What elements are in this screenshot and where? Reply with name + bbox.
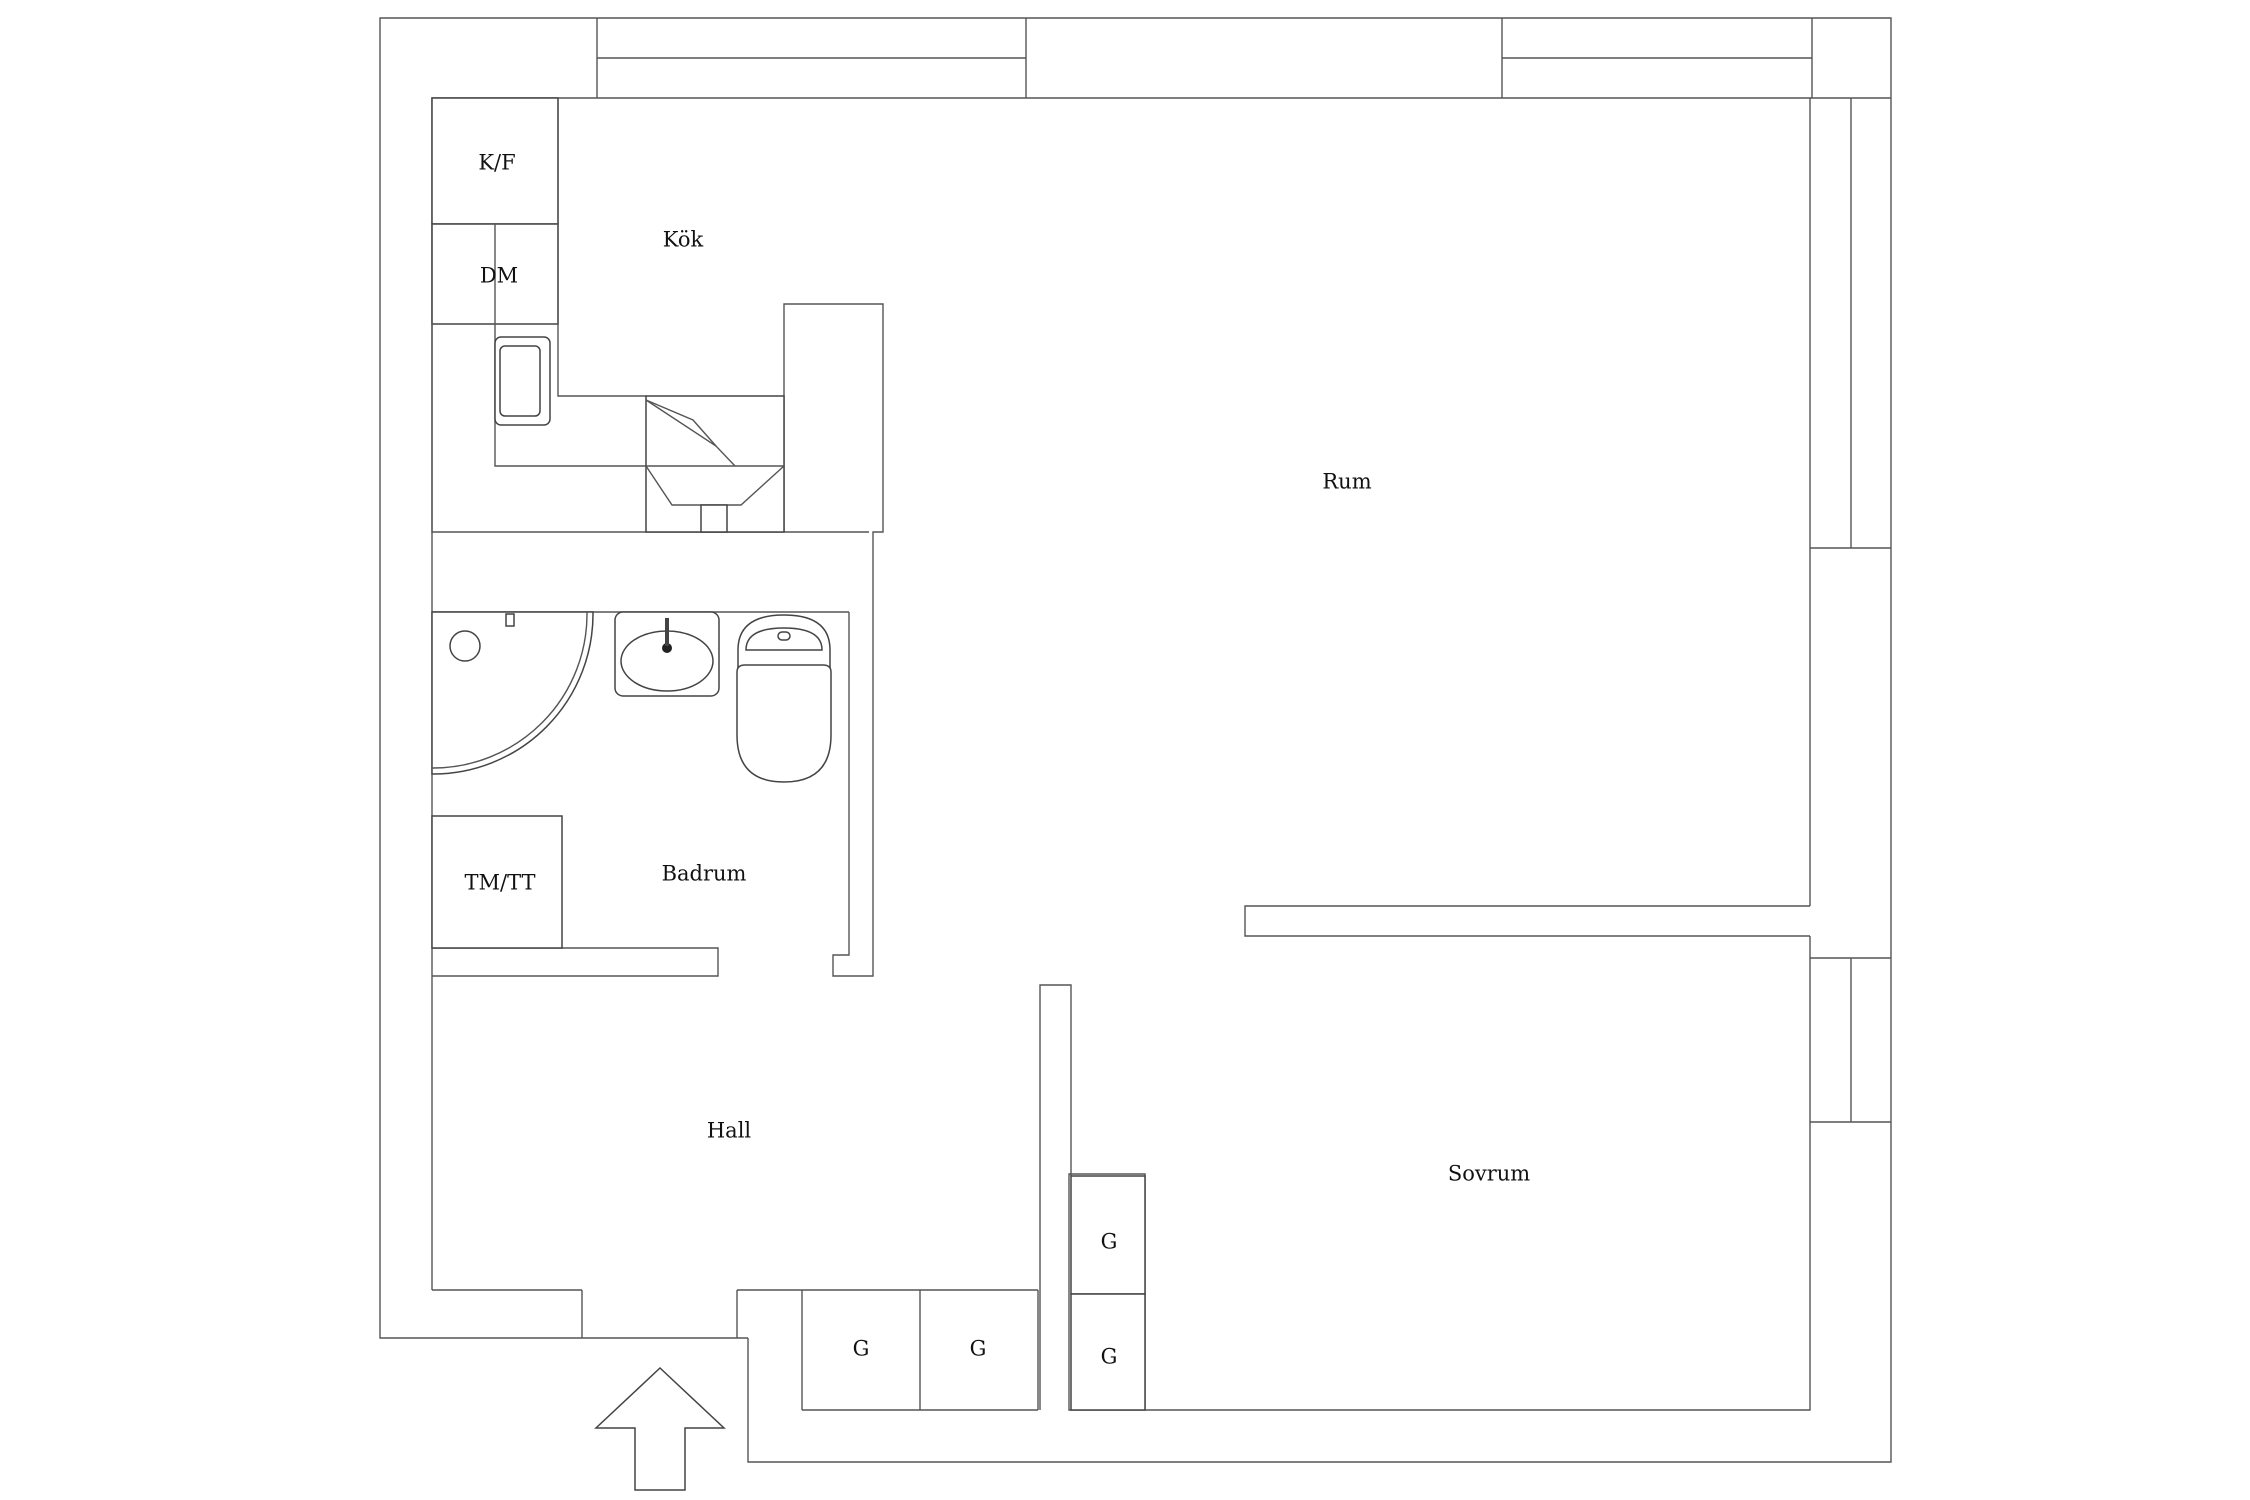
closet-label-bedroom-lower: G [1101, 1345, 1118, 1369]
right-windows [1810, 97, 1891, 1123]
fridge-freezer-box [431, 97, 559, 225]
faucet-spout-icon [665, 618, 669, 646]
flush-button-icon [777, 631, 791, 641]
room-label-living-room: Rum [1322, 470, 1371, 494]
top-windows [596, 18, 1813, 98]
washer-dryer-box [431, 815, 563, 949]
room-label-kitchen: Kök [663, 228, 704, 252]
room-label-bedroom: Sovrum [1448, 1162, 1530, 1186]
toilet-bowl [736, 664, 832, 783]
appliance-label-washer-dryer: TM/TT [465, 871, 536, 895]
appliance-label-dishwasher: DM [480, 264, 518, 288]
room-label-hall: Hall [707, 1119, 752, 1143]
up-arrow-icon [594, 1366, 726, 1491]
range-hood-duct [700, 504, 728, 533]
closets [801, 1175, 1146, 1411]
kitchen-sink-basin [499, 345, 541, 417]
faucet-icon [662, 643, 672, 653]
closet-upper [1070, 1175, 1146, 1295]
closet-lower [1070, 1293, 1146, 1411]
room-label-bathroom: Badrum [662, 862, 747, 886]
shower-drain-icon [449, 630, 481, 662]
closet-label-bedroom-upper: G [1101, 1230, 1118, 1254]
shower-tap-icon [505, 613, 515, 627]
closet-label-hall-left: G [853, 1337, 870, 1361]
appliance-label-fridge-freezer: K/F [478, 151, 515, 175]
kitchen-counter [431, 97, 785, 533]
closet-label-hall-right: G [970, 1337, 987, 1361]
bathroom-fixtures [431, 611, 832, 949]
